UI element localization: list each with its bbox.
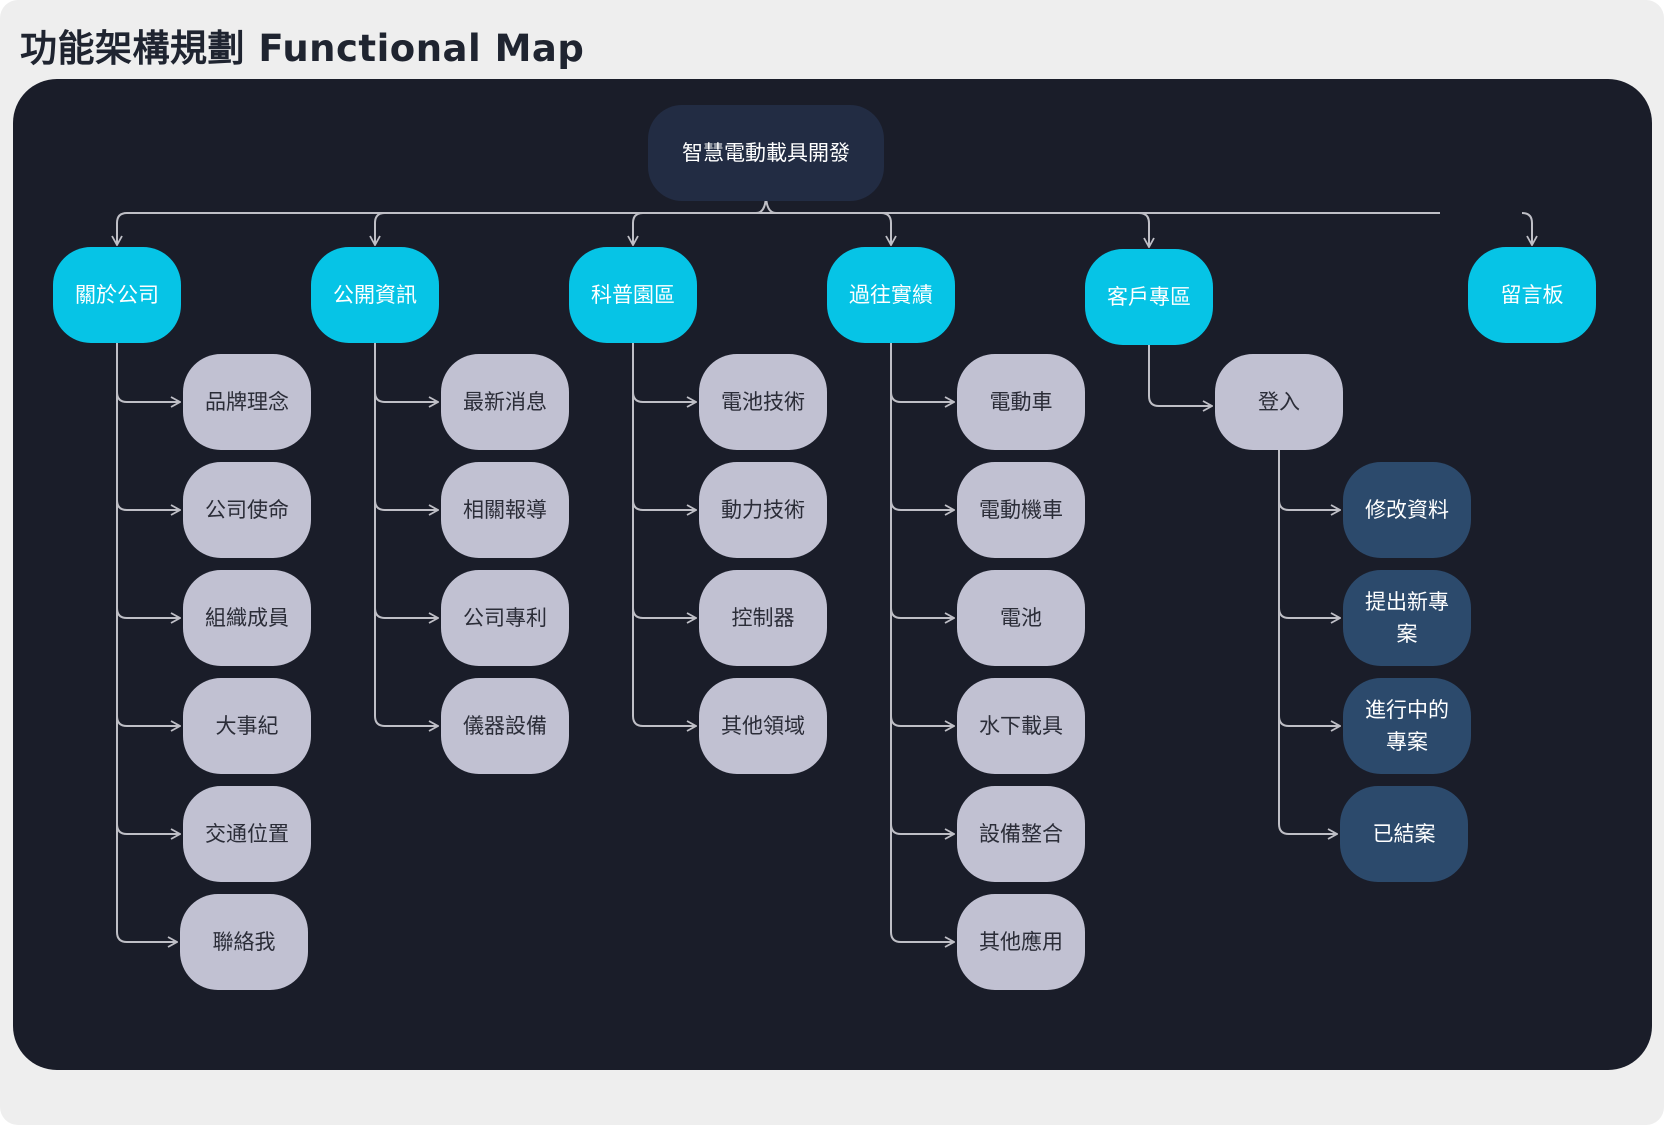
connector-layer <box>13 193 1652 1070</box>
connector-science-park <box>632 343 696 402</box>
node-other-fields[interactable]: 其他領域 <box>699 678 827 774</box>
node-label: 進行中的專案 <box>1365 698 1449 754</box>
connector-member-area <box>1278 450 1340 618</box>
connector-member-area <box>1278 450 1337 834</box>
connector-public-info <box>374 343 438 510</box>
category-label: 過往實績 <box>849 283 933 307</box>
node-milestones[interactable]: 大事紀 <box>183 678 311 774</box>
node-ongoing-projects[interactable]: 進行中的專案 <box>1343 678 1471 774</box>
node-label: 電池技術 <box>721 390 805 414</box>
category-label: 關於公司 <box>75 283 159 307</box>
connector-client-login <box>1148 345 1212 406</box>
connector-about-company <box>116 343 180 726</box>
node-power-tech[interactable]: 動力技術 <box>699 462 827 558</box>
node-label: 儀器設備 <box>463 714 547 738</box>
node-controller[interactable]: 控制器 <box>699 570 827 666</box>
connector-root-to-category <box>117 212 128 245</box>
connector-member-area <box>1278 450 1340 726</box>
root-node: 智慧電動載具開發 <box>648 105 884 201</box>
node-equipment-integration[interactable]: 設備整合 <box>957 786 1085 882</box>
node-electric-car[interactable]: 電動車 <box>957 354 1085 450</box>
node-latest-news[interactable]: 最新消息 <box>441 354 569 450</box>
category-label: 客戶專區 <box>1107 285 1191 309</box>
category-past-projects[interactable]: 過往實績 <box>827 247 955 343</box>
category-label: 留言板 <box>1500 283 1564 307</box>
connector-past-projects <box>890 343 954 834</box>
connector-past-projects <box>890 343 954 402</box>
connector-science-park <box>632 343 696 726</box>
node-label: 設備整合 <box>979 822 1063 846</box>
page-title: 功能架構規劃 Functional Map <box>20 27 585 70</box>
node-label: 相關報導 <box>463 498 547 522</box>
connector-science-park <box>632 343 696 618</box>
connector-root-to-category <box>1138 212 1149 247</box>
category-label: 科普園區 <box>591 283 675 307</box>
node-patents[interactable]: 公司專利 <box>441 570 569 666</box>
node-label: 其他應用 <box>979 930 1063 954</box>
node-label: 已結案 <box>1372 822 1436 846</box>
node-battery[interactable]: 電池 <box>957 570 1085 666</box>
node-label: 修改資料 <box>1365 498 1449 522</box>
connector-about-company <box>116 343 180 618</box>
node-label: 電動機車 <box>979 498 1063 522</box>
connector-past-projects <box>890 343 954 942</box>
connector-about-company <box>116 343 180 402</box>
connector-past-projects <box>890 343 954 618</box>
node-brand-philosophy[interactable]: 品牌理念 <box>183 354 311 450</box>
node-label: 提出新專案 <box>1365 590 1449 646</box>
connector-about-company <box>116 343 180 510</box>
node-edit-profile[interactable]: 修改資料 <box>1343 462 1471 558</box>
node-label: 登入 <box>1258 390 1300 414</box>
connector-public-info <box>374 343 438 726</box>
node-team-members[interactable]: 組織成員 <box>183 570 311 666</box>
node-label: 聯絡我 <box>212 930 276 954</box>
category-message-board[interactable]: 留言板 <box>1468 247 1596 343</box>
category-client-area[interactable]: 客戶專區 <box>1085 249 1213 345</box>
connector-past-projects <box>890 343 954 510</box>
node-label: 動力技術 <box>721 498 805 522</box>
connector-root-to-category <box>880 212 891 245</box>
node-electric-scooter[interactable]: 電動機車 <box>957 462 1085 558</box>
node-location[interactable]: 交通位置 <box>183 786 311 882</box>
node-label: 組織成員 <box>205 606 289 630</box>
node-label: 最新消息 <box>463 390 547 414</box>
node-label: 大事紀 <box>215 714 279 738</box>
connector-science-park <box>632 343 696 510</box>
category-public-info[interactable]: 公開資訊 <box>311 247 439 343</box>
connector-about-company <box>116 343 177 942</box>
node-label: 品牌理念 <box>205 390 289 414</box>
diagram-canvas: 智慧電動載具開發 關於公司 品牌理念 公司使命 組織成員 大事紀 交通位置 聯絡… <box>13 79 1652 1070</box>
connector-past-projects <box>890 343 954 726</box>
node-equipment[interactable]: 儀器設備 <box>441 678 569 774</box>
node-label: 控制器 <box>731 606 795 630</box>
connector-public-info <box>374 343 438 402</box>
node-label: 公司專利 <box>463 606 547 630</box>
connector-member-area <box>1278 450 1340 510</box>
node-label: 其他領域 <box>721 714 805 738</box>
connector-root-to-category <box>1521 212 1532 245</box>
node-company-mission[interactable]: 公司使命 <box>183 462 311 558</box>
connector-about-company <box>116 343 180 834</box>
node-label: 電動車 <box>989 390 1053 414</box>
node-media-coverage[interactable]: 相關報導 <box>441 462 569 558</box>
node-other-applications[interactable]: 其他應用 <box>957 894 1085 990</box>
category-about-company[interactable]: 關於公司 <box>53 247 181 343</box>
node-label: 公司使命 <box>205 498 289 522</box>
node-battery-tech[interactable]: 電池技術 <box>699 354 827 450</box>
category-label: 公開資訊 <box>333 283 417 307</box>
node-login[interactable]: 登入 <box>1215 354 1343 450</box>
node-label: 交通位置 <box>205 822 289 846</box>
node-underwater-vehicle[interactable]: 水下載具 <box>957 678 1085 774</box>
node-label: 電池 <box>1000 606 1042 630</box>
node-closed-projects[interactable]: 已結案 <box>1340 786 1468 882</box>
root-node-label: 智慧電動載具開發 <box>682 141 850 165</box>
category-science-park[interactable]: 科普園區 <box>569 247 697 343</box>
node-label: 水下載具 <box>979 714 1063 738</box>
connector-root-to-category <box>633 212 644 245</box>
connector-public-info <box>374 343 438 618</box>
node-new-project[interactable]: 提出新專案 <box>1343 570 1471 666</box>
node-contact[interactable]: 聯絡我 <box>180 894 308 990</box>
connector-root-to-category <box>375 212 386 245</box>
